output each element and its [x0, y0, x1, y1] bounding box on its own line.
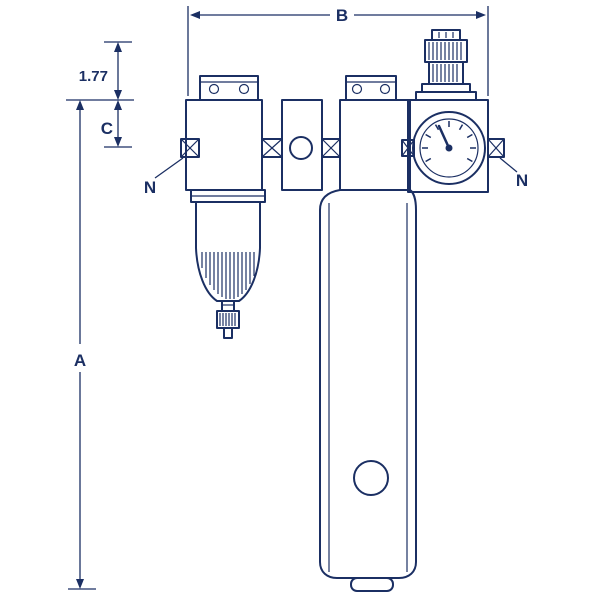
drain-valve — [216, 300, 240, 339]
regulator-unit — [407, 29, 489, 193]
mounting-bracket-right — [345, 75, 397, 101]
regulator-knob — [415, 29, 477, 101]
gauge-ticks — [422, 121, 476, 163]
leader-line — [499, 157, 518, 173]
dimension-offset-1-77: 1.77 — [66, 41, 134, 101]
dim-label-c: C — [101, 119, 113, 138]
dimension-a: A — [68, 100, 96, 590]
arrowhead-down-icon — [76, 579, 84, 589]
bottom-cap — [350, 577, 394, 592]
filter-head-body — [185, 99, 263, 191]
dim-label-a: A — [74, 351, 86, 370]
dimension-lines: B 1.77 C A N — [66, 6, 528, 590]
lubricator-head-body — [339, 99, 411, 191]
arrowhead-left-icon — [190, 11, 200, 19]
port-fitting-mid-left — [261, 138, 283, 158]
port-callout-left: N — [144, 157, 184, 197]
bracket-hole-icon — [351, 83, 363, 95]
port-label-right: N — [516, 171, 528, 190]
gauge-needle — [437, 124, 451, 150]
arrowhead-down-icon — [114, 90, 122, 100]
drain-tip — [223, 327, 233, 339]
arrowhead-up-icon — [114, 100, 122, 110]
bowl-ribs — [201, 252, 255, 299]
mounting-bracket-left — [199, 75, 259, 101]
pressure-gauge — [412, 111, 486, 185]
filter-unit — [185, 75, 266, 339]
arrowhead-up-icon — [76, 100, 84, 110]
port-callout-right: N — [499, 157, 528, 190]
port-fitting-outlet — [487, 138, 505, 158]
port-hole-icon — [289, 136, 313, 160]
leader-line — [154, 157, 184, 179]
bracket-hole-icon — [379, 83, 391, 95]
port-fitting-regulator — [401, 139, 415, 157]
sight-glass-icon — [353, 460, 389, 496]
dimension-c: C — [101, 100, 132, 148]
dimension-b: B — [187, 6, 489, 96]
dim-label-b: B — [336, 6, 348, 25]
gauge-hub — [445, 144, 453, 152]
port-fitting-mid-right — [321, 138, 341, 158]
arrowhead-down-icon — [114, 137, 122, 147]
bracket-hole-icon — [208, 83, 220, 95]
port-fitting-inlet — [180, 138, 200, 158]
lubricator-unit — [319, 75, 417, 592]
shutoff-block — [281, 99, 323, 191]
filter-bowl — [190, 189, 266, 339]
port-label-left: N — [144, 178, 156, 197]
arrowhead-right-icon — [476, 11, 486, 19]
gauge-dial — [419, 118, 479, 178]
arrowhead-up-icon — [114, 42, 122, 52]
bracket-hole-icon — [238, 83, 250, 95]
lubricator-cylinder — [319, 189, 417, 592]
port-fittings — [180, 138, 505, 158]
dim-label-offset: 1.77 — [79, 68, 108, 85]
frl-assembly — [180, 29, 505, 592]
